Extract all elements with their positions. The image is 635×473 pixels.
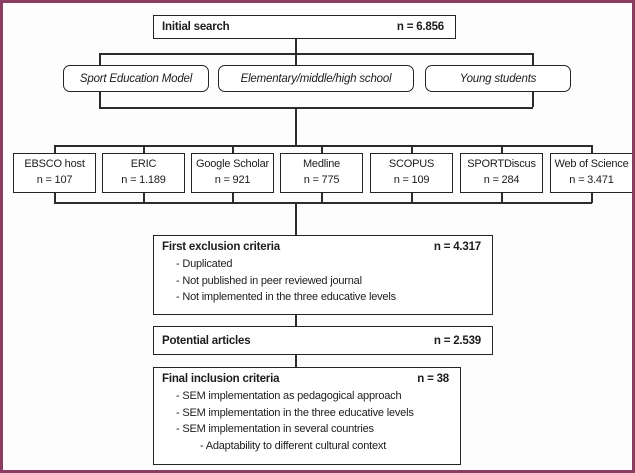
keyword-label: Elementary/middle/high school	[240, 72, 392, 85]
exclusion-item: - Not published in peer reviewed journal	[176, 274, 362, 287]
first-exclusion-header: First exclusion criteria n = 4.317	[154, 236, 492, 254]
connector-line	[54, 145, 56, 153]
connector-line	[143, 193, 145, 203]
database-count: n = 107	[36, 174, 73, 186]
connector-line	[295, 39, 297, 53]
final-inclusion-count: n = 38	[417, 373, 449, 385]
database-box-eric: ERIC n = 1.189	[102, 153, 185, 193]
database-name: Medline	[302, 158, 341, 171]
keyword-label: Sport Education Model	[79, 72, 193, 85]
connector-line	[591, 145, 593, 153]
connector-line	[99, 107, 533, 109]
connector-line	[99, 53, 101, 65]
connector-line	[295, 354, 297, 367]
database-count: n = 3.471	[569, 174, 614, 186]
first-exclusion-label: First exclusion criteria	[162, 241, 280, 253]
database-box-ebsco: EBSCO host n = 107	[13, 153, 96, 193]
keyword-box-young-students: Young students	[425, 65, 571, 92]
connector-line	[232, 145, 234, 153]
keyword-box-sport-education-model: Sport Education Model	[63, 65, 209, 92]
database-box-google-scholar: Google Scholar n = 921	[191, 153, 274, 193]
first-exclusion-count: n = 4.317	[433, 241, 481, 253]
connector-line	[295, 107, 297, 145]
database-name: Google Scholar	[195, 158, 270, 171]
database-name: SCOPUS	[388, 158, 435, 171]
final-inclusion-box: Final inclusion criteria n = 38 - SEM im…	[153, 367, 461, 465]
connector-line	[411, 145, 413, 153]
connector-line	[54, 193, 56, 203]
connector-line	[295, 314, 297, 326]
connector-line	[532, 53, 534, 65]
connector-line	[532, 91, 534, 107]
database-name: Web of Science	[554, 158, 629, 171]
first-exclusion-box: First exclusion criteria n = 4.317 - Dup…	[153, 235, 493, 315]
connector-line	[501, 193, 503, 203]
database-count: n = 921	[214, 174, 251, 186]
database-name: EBSCO host	[24, 158, 85, 171]
connector-line	[295, 202, 297, 235]
inclusion-item: - Adaptability to different cultural con…	[200, 439, 387, 452]
connector-line	[54, 202, 592, 204]
potential-articles-count: n = 2.539	[433, 334, 481, 347]
database-box-web-of-science: Web of Science n = 3.471	[550, 153, 632, 193]
potential-articles-box: Potential articles n = 2.539	[153, 326, 493, 355]
database-name: SPORTDiscus	[467, 158, 536, 171]
keyword-box-school-levels: Elementary/middle/high school	[218, 65, 414, 92]
database-name: ERIC	[130, 158, 157, 171]
exclusion-item: - Not implemented in the three educative…	[176, 291, 396, 303]
database-count: n = 1.189	[121, 174, 166, 186]
initial-search-count: n = 6.856	[396, 21, 444, 33]
connector-line	[99, 91, 101, 107]
exclusion-item: - Duplicated	[176, 258, 233, 270]
final-inclusion-list: - SEM implementation as pedagogical appr…	[154, 388, 460, 454]
connector-line	[295, 53, 297, 65]
database-box-sportdiscus: SPORTDiscus n = 284	[460, 153, 543, 193]
final-inclusion-label: Final inclusion criteria	[162, 373, 280, 385]
connector-line	[54, 145, 592, 147]
connector-line	[411, 193, 413, 203]
connector-line	[591, 193, 593, 203]
inclusion-item: - SEM implementation in several countrie…	[176, 423, 374, 435]
database-count: n = 284	[483, 174, 520, 186]
keyword-label: Young students	[459, 72, 537, 85]
initial-search-box: Initial search n = 6.856	[153, 15, 456, 39]
final-inclusion-header: Final inclusion criteria n = 38	[154, 368, 460, 386]
database-count: n = 109	[393, 174, 430, 186]
connector-line	[143, 145, 145, 153]
connector-line	[99, 53, 533, 55]
connector-line	[232, 193, 234, 203]
connector-line	[321, 193, 323, 203]
database-box-medline: Medline n = 775	[280, 153, 363, 193]
potential-articles-label: Potential articles	[162, 334, 251, 347]
database-count: n = 775	[303, 174, 340, 186]
inclusion-item: - SEM implementation as pedagogical appr…	[176, 390, 402, 402]
connector-line	[321, 145, 323, 153]
database-box-scopus: SCOPUS n = 109	[370, 153, 453, 193]
initial-search-label: Initial search	[162, 21, 230, 33]
inclusion-item: - SEM implementation in the three educat…	[176, 406, 414, 419]
connector-line	[501, 145, 503, 153]
first-exclusion-list: - Duplicated - Not published in peer rev…	[154, 256, 492, 306]
